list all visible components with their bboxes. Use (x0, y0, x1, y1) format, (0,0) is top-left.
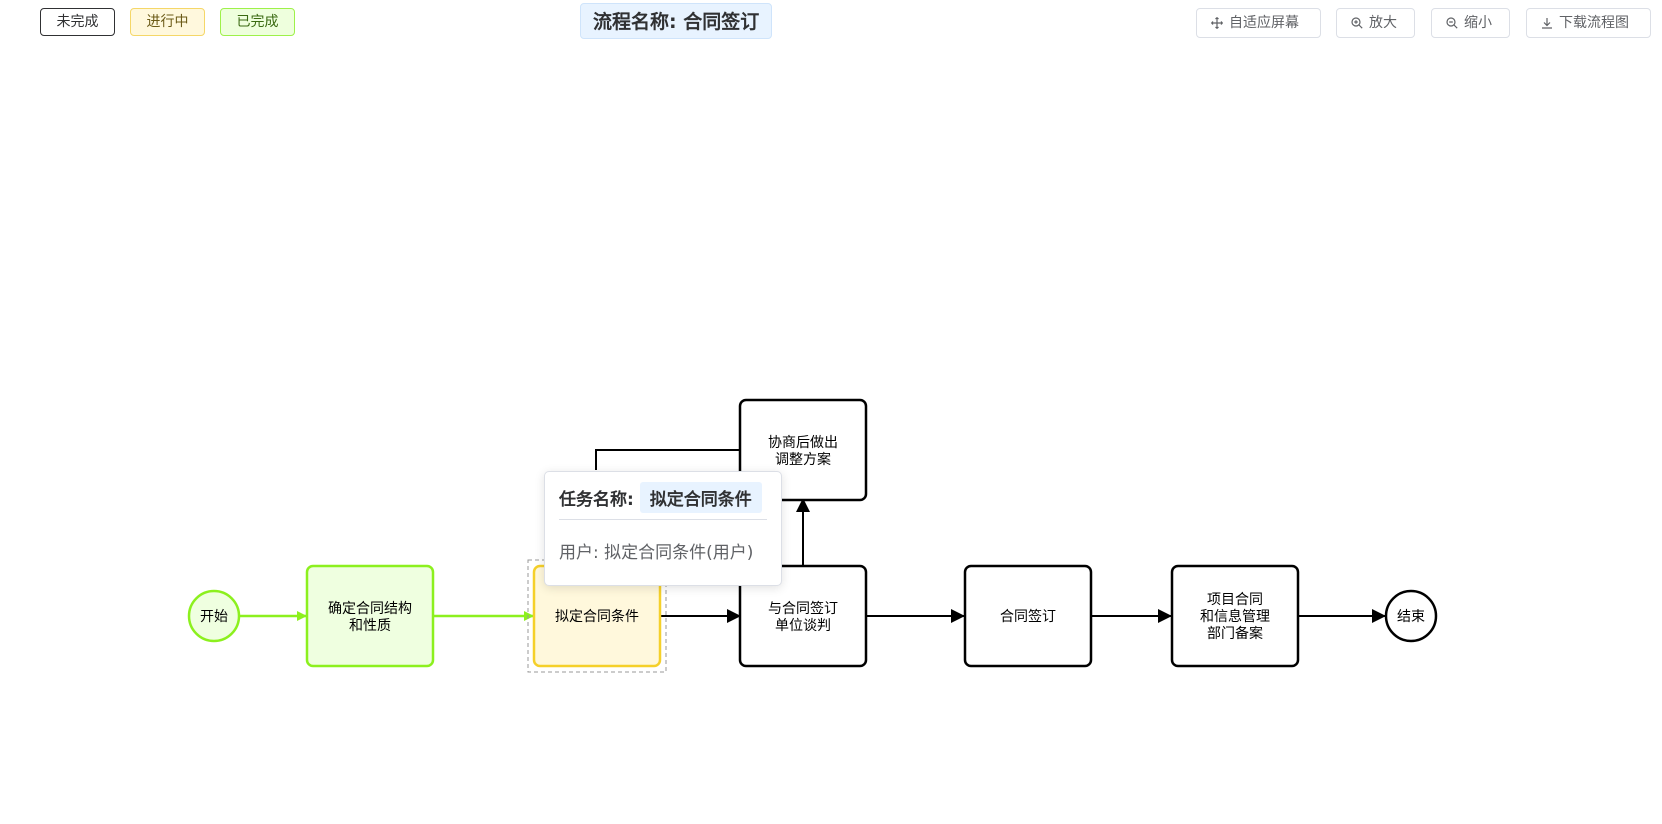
start-label: 开始 (200, 609, 228, 625)
end-label: 结束 (1397, 609, 1425, 625)
fit-screen-label: 自适应屏幕 (1229, 15, 1299, 31)
task-adjust-label-1: 协商后做出 (768, 435, 838, 451)
task-draft-label: 拟定合同条件 (555, 608, 639, 625)
edge-adjust-draft (595, 449, 740, 470)
task-tooltip: 任务名称: 拟定合同条件 用户: 拟定合同条件(用户) (544, 471, 782, 586)
zoom-in-icon (1351, 17, 1363, 29)
legend-completed: 已完成 (220, 8, 295, 36)
task-confirm-label-1: 确定合同结构 (328, 601, 412, 617)
move-icon (1211, 17, 1223, 29)
task-adjust-label-2: 调整方案 (775, 451, 831, 468)
zoom-out-icon (1446, 17, 1458, 29)
task-archive-label-2: 和信息管理 (1200, 608, 1270, 625)
download-icon (1542, 18, 1552, 29)
task-archive-label-1: 项目合同 (1207, 592, 1263, 608)
task-sign-label: 合同签订 (1000, 608, 1056, 625)
legend-pending: 未完成 (40, 8, 115, 36)
task-negotiate-label-2: 单位谈判 (775, 618, 831, 634)
end-event[interactable]: 结束 (1384, 589, 1438, 643)
zoom-in-label: 放大 (1369, 15, 1397, 31)
task-negotiate-label-1: 与合同签订 (768, 600, 838, 617)
flow-title: 流程名称: 合同签订 (580, 3, 773, 39)
tooltip-task-name: 拟定合同条件 (639, 482, 762, 513)
legend-in-progress: 进行中 (130, 8, 205, 36)
zoom-in-button[interactable]: 放大 (1336, 8, 1415, 38)
fit-screen-button[interactable]: 自适应屏幕 (1196, 8, 1321, 38)
task-confirm-label-2: 和性质 (349, 618, 391, 634)
download-label: 下载流程图 (1559, 15, 1629, 31)
zoom-out-label: 缩小 (1464, 15, 1492, 31)
zoom-out-button[interactable]: 缩小 (1431, 8, 1510, 38)
tooltip-task-label: 任务名称: (559, 490, 634, 510)
task-archive-label-3: 部门备案 (1207, 625, 1263, 642)
task-confirm-structure[interactable]: 确定合同结构 和性质 (305, 564, 435, 668)
task-negotiate[interactable]: 与合同签订 单位谈判 (738, 564, 868, 668)
tooltip-header: 任务名称: 拟定合同条件 (559, 482, 767, 520)
task-sign-contract[interactable]: 合同签订 (963, 564, 1093, 668)
task-archive[interactable]: 项目合同 和信息管理 部门备案 (1170, 564, 1300, 668)
download-button[interactable]: 下载流程图 (1526, 8, 1651, 38)
start-event[interactable]: 开始 (187, 589, 241, 643)
tooltip-user: 用户: 拟定合同条件(用户) (559, 543, 754, 563)
